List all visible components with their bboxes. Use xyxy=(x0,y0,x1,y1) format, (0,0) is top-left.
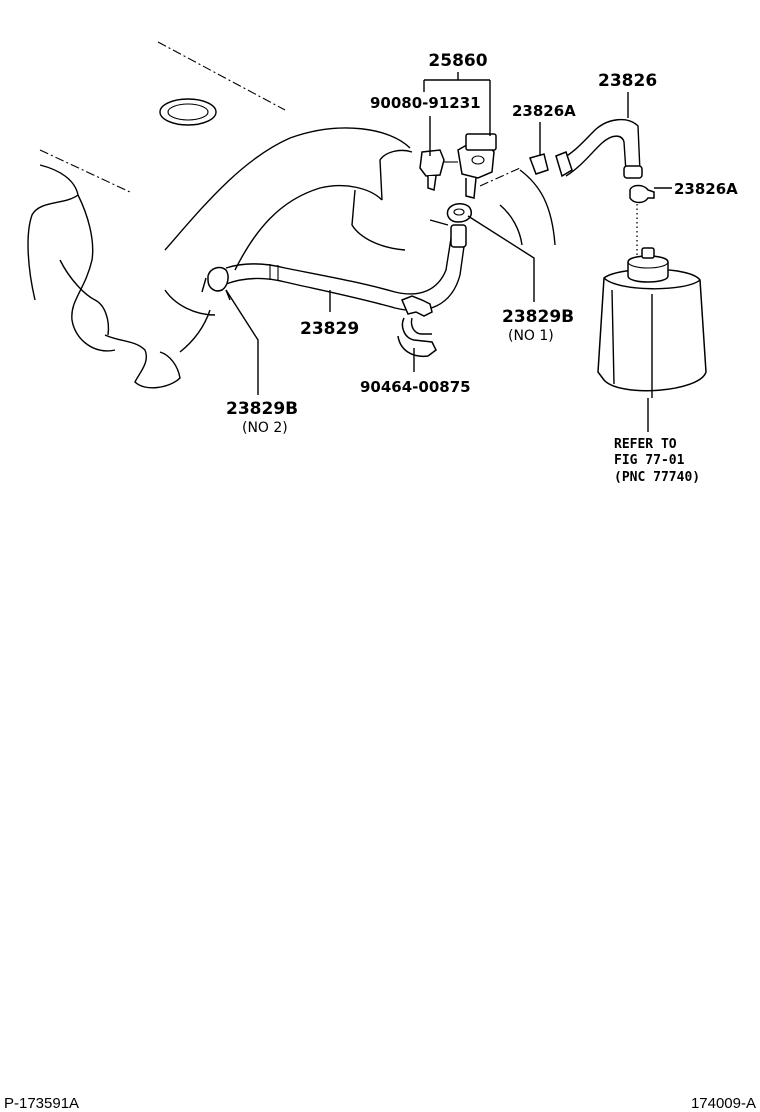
label-vsv: 25860 xyxy=(428,51,487,71)
clip-no2-part xyxy=(201,266,231,301)
label-clamp: 90464-00875 xyxy=(360,378,471,396)
refer-line2: FIG 77-01 xyxy=(614,453,685,468)
engine-outline xyxy=(27,41,556,389)
label-clip-no2: 23829B xyxy=(226,399,298,419)
hose-upper xyxy=(529,119,643,179)
vsv-part xyxy=(419,133,521,199)
refer-line1: REFER TO xyxy=(614,437,677,452)
label-hose-main: 23829 xyxy=(300,319,359,339)
footer-left: P-173591A xyxy=(4,1095,79,1112)
label-screw: 90080-91231 xyxy=(370,94,481,112)
footer-right: 174009-A xyxy=(691,1095,756,1112)
hose-main xyxy=(225,224,467,312)
label-hose-upper: 23826 xyxy=(598,71,657,91)
canister-part xyxy=(597,247,707,398)
clip-no1-part xyxy=(446,203,472,223)
label-hose-clip-upper: 23826A xyxy=(512,102,576,120)
label-clip-no2-sub: (NO 2) xyxy=(242,420,288,436)
clamp-part xyxy=(397,295,437,358)
leader-lines xyxy=(225,72,672,432)
label-clip-no1-sub: (NO 1) xyxy=(508,328,554,344)
label-hose-clip-canister: 23826A xyxy=(674,180,738,198)
clip-canister-part xyxy=(629,184,655,260)
label-clip-no1: 23829B xyxy=(502,307,574,327)
refer-line3: (PNC 77740) xyxy=(614,470,700,485)
